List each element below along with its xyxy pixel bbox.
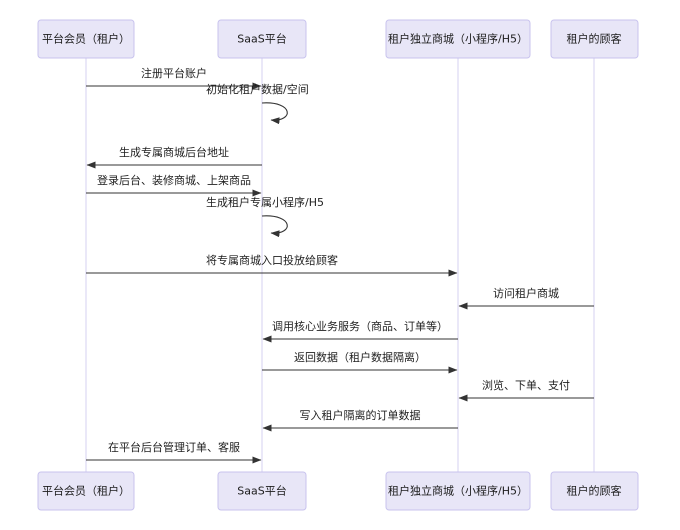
actor-label-footer-tenant: 平台会员（租户）	[42, 484, 130, 498]
actor-box-footer-customer[interactable]	[550, 471, 639, 511]
message-label-m6: 将专属商城入口投放给顾客	[206, 254, 338, 267]
actor-label-footer-customer: 租户的顾客	[566, 484, 622, 498]
actor-label-header-customer: 租户的顾客	[566, 32, 622, 46]
self-message-m2[interactable]	[261, 102, 288, 125]
message-label-m8: 调用核心业务服务（商品、订单等）	[272, 320, 448, 333]
actor-label-footer-shop: 租户独立商城（小程序/H5）	[388, 484, 528, 498]
actor-box-header-saas[interactable]	[217, 19, 307, 59]
message-label-m1: 注册平台账户	[141, 67, 207, 80]
message-label-m12: 在平台后台管理订单、客服	[108, 441, 240, 454]
messages-layer	[86, 82, 594, 464]
message-label-m7: 访问租户商城	[493, 287, 559, 300]
message-label-m4: 登录后台、装修商城、上架商品	[97, 174, 251, 187]
actor-box-header-shop[interactable]	[385, 19, 531, 59]
message-label-m5: 生成租户专属小程序/H5	[206, 196, 324, 209]
message-label-m2: 初始化租户数据/空间	[206, 83, 309, 96]
actor-boxes-layer	[37, 19, 639, 511]
self-message-m5[interactable]	[261, 215, 288, 238]
actor-box-header-tenant[interactable]	[37, 19, 135, 59]
lifelines-layer	[85, 58, 595, 472]
message-label-m3: 生成专属商城后台地址	[119, 146, 229, 159]
actor-label-footer-saas: SaaS平台	[237, 484, 287, 498]
message-label-m11: 写入租户隔离的订单数据	[299, 409, 421, 422]
actor-label-header-shop: 租户独立商城（小程序/H5）	[388, 32, 528, 46]
actor-label-header-tenant: 平台会员（租户）	[42, 32, 130, 46]
actor-box-footer-saas[interactable]	[217, 471, 307, 511]
actor-box-footer-tenant[interactable]	[37, 471, 135, 511]
actor-box-header-customer[interactable]	[550, 19, 639, 59]
message-label-m10: 浏览、下单、支付	[482, 379, 570, 392]
actor-label-header-saas: SaaS平台	[237, 32, 287, 46]
message-label-m9: 返回数据（租户数据隔离）	[294, 351, 426, 364]
actor-box-footer-shop[interactable]	[385, 471, 531, 511]
